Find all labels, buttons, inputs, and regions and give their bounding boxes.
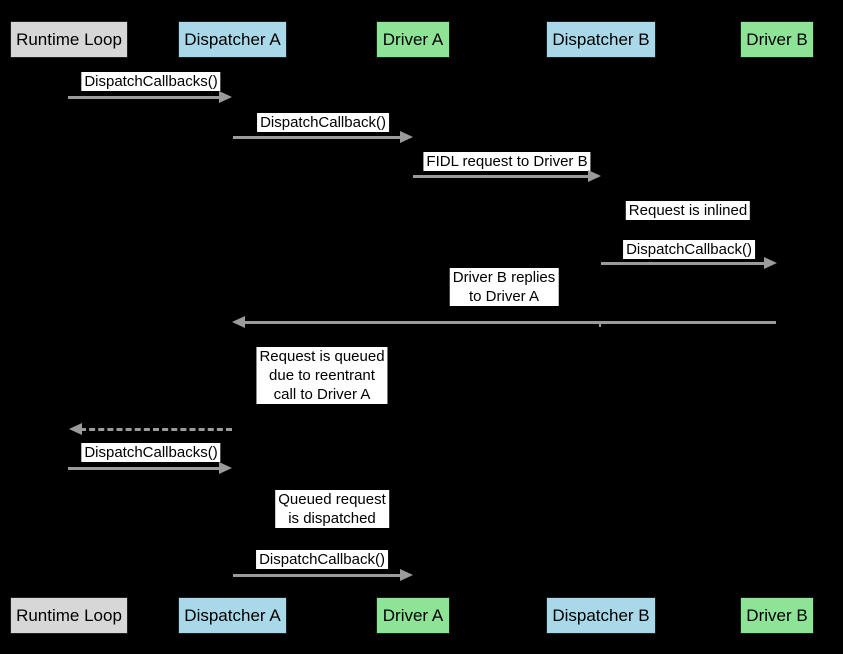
message-label-driver-b-replies: Driver B replies to Driver A xyxy=(449,268,559,306)
message-label-dispatchcallback-2: DispatchCallback() xyxy=(623,240,755,259)
message-arrow-dispatchcallback-2 xyxy=(601,257,777,269)
actor-runtime-loop-bottom: Runtime Loop xyxy=(10,597,128,634)
arrow-shaft xyxy=(68,467,221,470)
arrowhead-right-icon xyxy=(400,569,413,581)
message-arrow-driver-b-replies xyxy=(232,316,776,328)
arrow-shaft xyxy=(243,321,776,324)
actor-driver-a-top: Driver A xyxy=(376,21,450,58)
message-arrow-dispatchcallback-1 xyxy=(233,131,413,143)
arrow-shaft xyxy=(68,96,221,99)
arrow-shaft xyxy=(413,175,590,178)
arrow-shaft-dashed xyxy=(80,428,232,431)
arrow-shaft xyxy=(601,262,766,265)
actor-driver-b-top: Driver B xyxy=(740,21,814,58)
message-label-fidl-request: FIDL request to Driver B xyxy=(423,152,591,171)
message-arrow-dispatchcallbacks-1 xyxy=(68,91,232,103)
actor-driver-b-bottom: Driver B xyxy=(740,597,814,634)
message-label-dispatchcallbacks-1: DispatchCallbacks() xyxy=(81,72,221,91)
message-label-dispatchcallback-3: DispatchCallback() xyxy=(256,550,388,569)
actor-dispatcher-b-top: Dispatcher B xyxy=(546,21,656,58)
note-queued-request-dispatched: Queued request is dispatched xyxy=(275,490,389,528)
message-arrow-dispatchcallback-3 xyxy=(233,569,413,581)
actor-driver-a-bottom: Driver A xyxy=(376,597,450,634)
message-label-dispatchcallback-1: DispatchCallback() xyxy=(257,113,389,132)
message-label-dispatchcallbacks-2: DispatchCallbacks() xyxy=(81,443,221,462)
arrow-shaft xyxy=(233,574,402,577)
arrowhead-right-icon xyxy=(219,91,232,103)
actor-dispatcher-a-top: Dispatcher A xyxy=(178,21,287,58)
arrow-segment-joint xyxy=(599,321,601,327)
arrowhead-right-icon xyxy=(219,462,232,474)
arrowhead-right-icon xyxy=(764,257,777,269)
arrowhead-left-icon xyxy=(232,316,245,328)
arrow-shaft xyxy=(233,136,402,139)
message-arrow-fidl-request xyxy=(413,170,601,182)
actor-runtime-loop-top: Runtime Loop xyxy=(10,21,128,58)
message-arrow-dispatchcallbacks-2 xyxy=(68,462,232,474)
note-request-is-inlined: Request is inlined xyxy=(625,201,751,220)
arrowhead-right-icon xyxy=(588,170,601,182)
actor-dispatcher-b-bottom: Dispatcher B xyxy=(546,597,656,634)
actor-dispatcher-a-bottom: Dispatcher A xyxy=(178,597,287,634)
note-request-is-queued: Request is queued due to reentrant call … xyxy=(256,347,388,404)
message-arrow-dashed-return xyxy=(69,423,232,435)
arrowhead-left-icon xyxy=(69,423,82,435)
arrowhead-right-icon xyxy=(400,131,413,143)
